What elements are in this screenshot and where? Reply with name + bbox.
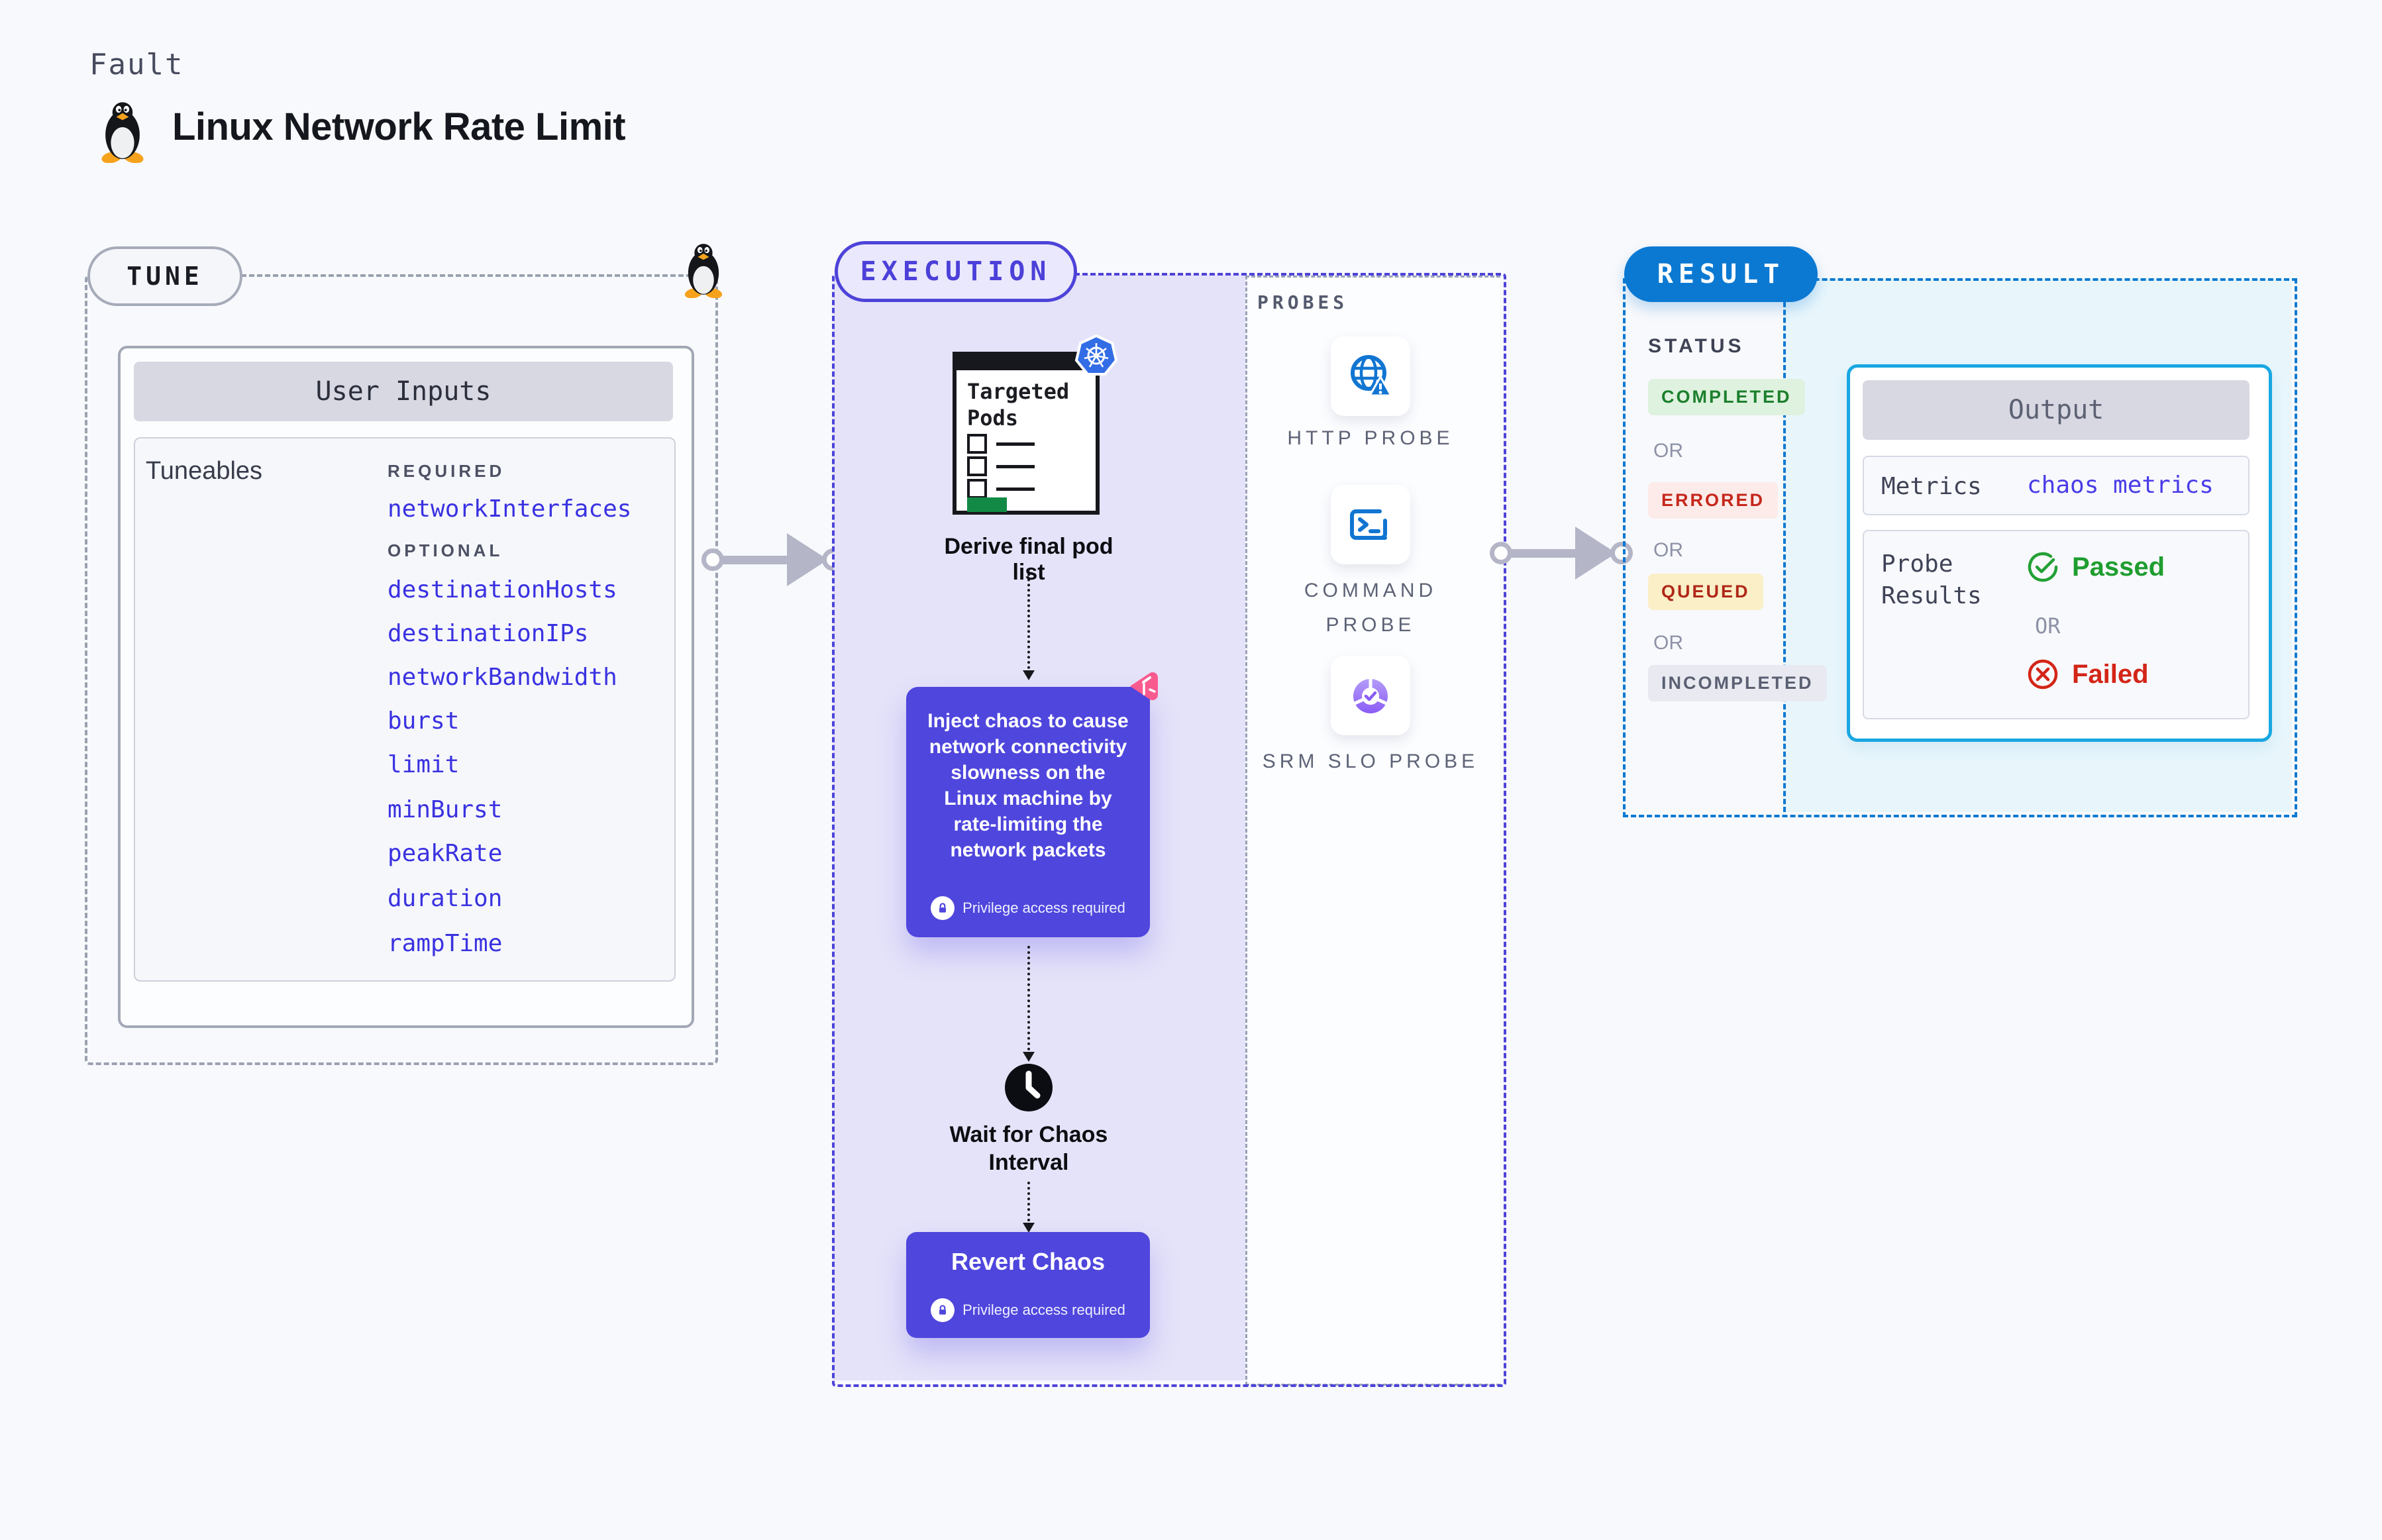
tuneable-item: networkInterfaces bbox=[388, 495, 632, 523]
clock-icon bbox=[1005, 1064, 1053, 1111]
dotted-arrow bbox=[1027, 568, 1030, 669]
page-title: Linux Network Rate Limit bbox=[172, 105, 626, 148]
required-heading: REQUIRED bbox=[388, 461, 505, 481]
litmus-chaos-icon bbox=[1130, 672, 1159, 701]
green-progress-bar bbox=[967, 497, 1007, 512]
optional-heading: OPTIONAL bbox=[388, 540, 503, 560]
dotted-arrow-head bbox=[1023, 670, 1035, 680]
tuneable-item: destinationIPs bbox=[388, 620, 589, 647]
x-circle-icon bbox=[2028, 659, 2058, 690]
tuneable-item: rampTime bbox=[388, 930, 503, 957]
execution-section-label: EXECUTION bbox=[835, 241, 1077, 302]
derive-pod-list-step: Derive final pod list bbox=[944, 534, 1113, 585]
failed-result: Failed bbox=[2027, 658, 2149, 690]
linux-penguin-icon bbox=[101, 102, 144, 163]
slo-donut-icon bbox=[1352, 677, 1389, 713]
status-badge-completed: COMPLETED bbox=[1648, 379, 1805, 415]
output-card: Output Metrics chaos metrics Probe Resul… bbox=[1847, 364, 2272, 742]
status-badge-errored: ERRORED bbox=[1648, 482, 1779, 519]
tuneable-item: limit bbox=[388, 751, 460, 778]
status-badge-queued: QUEUED bbox=[1648, 574, 1763, 610]
dotted-arrow-head bbox=[1023, 1052, 1035, 1062]
probes-background bbox=[1245, 276, 1500, 1386]
flow-arrow-head bbox=[787, 533, 828, 586]
wait-chaos-step: Wait for Chaos Interval bbox=[949, 1122, 1108, 1175]
srm-slo-probe-card bbox=[1331, 656, 1410, 735]
result-divider bbox=[1783, 278, 1786, 812]
revert-chaos-text: Revert Chaos bbox=[951, 1248, 1106, 1275]
check-circle-icon bbox=[2028, 552, 2058, 582]
output-title: Output bbox=[1863, 380, 2250, 440]
linux-penguin-icon bbox=[684, 244, 723, 298]
tuneables-panel bbox=[134, 437, 676, 982]
status-badge-incompleted: INCOMPLETED bbox=[1648, 665, 1827, 701]
inject-chaos-step: Inject chaos to cause network connectivi… bbox=[906, 687, 1150, 937]
tuneable-item: networkBandwidth bbox=[388, 664, 617, 691]
probe-name: SRM SLO PROBE bbox=[1262, 750, 1479, 772]
passed-result: Passed bbox=[2027, 551, 2165, 583]
privilege-badge: Privilege access required bbox=[906, 1298, 1150, 1322]
probes-section-label: PROBES bbox=[1257, 291, 1349, 313]
document-title-bar bbox=[957, 356, 1096, 370]
connector-node bbox=[1610, 542, 1633, 564]
user-inputs-title: User Inputs bbox=[134, 362, 673, 421]
result-section-label: RESULT bbox=[1624, 246, 1818, 302]
flow-arrow bbox=[1508, 549, 1582, 558]
tuneable-item: peakRate bbox=[388, 840, 503, 867]
terminal-icon bbox=[1350, 509, 1387, 540]
tuneable-item: duration bbox=[388, 885, 503, 912]
or-label: OR bbox=[1653, 440, 1683, 462]
probe-results-row: Probe Results Passed OR Failed bbox=[1863, 530, 2250, 719]
dotted-arrow-head bbox=[1023, 1223, 1035, 1233]
or-label: OR bbox=[1653, 632, 1683, 654]
dotted-arrow bbox=[1027, 946, 1030, 1051]
execution-section-border bbox=[832, 273, 1506, 1387]
or-label: OR bbox=[2035, 613, 2061, 639]
tune-section-border bbox=[85, 274, 718, 1065]
lock-icon bbox=[931, 896, 955, 920]
targeted-pods-icon: Targeted Pods bbox=[953, 352, 1100, 515]
page-kicker: Fault bbox=[89, 48, 184, 81]
privilege-badge: Privilege access required bbox=[906, 896, 1150, 920]
checkbox-list bbox=[967, 479, 1035, 499]
tuneable-item: burst bbox=[388, 707, 460, 735]
http-probe-card bbox=[1331, 336, 1410, 416]
command-probe-card bbox=[1331, 485, 1410, 564]
tuneable-item: minBurst bbox=[388, 796, 503, 823]
kubernetes-icon bbox=[1074, 334, 1118, 376]
connector-node bbox=[701, 548, 724, 571]
or-label: OR bbox=[1653, 539, 1683, 561]
dotted-arrow bbox=[1027, 1182, 1030, 1221]
probe-name: COMMAND PROBE bbox=[1304, 580, 1437, 636]
result-section-border bbox=[1623, 278, 2297, 817]
inject-chaos-text: Inject chaos to cause network connectivi… bbox=[927, 710, 1129, 861]
tuneables-label: Tuneables bbox=[146, 457, 263, 485]
flow-arrow-head bbox=[1575, 527, 1616, 580]
metrics-row: Metrics chaos metrics bbox=[1863, 456, 2250, 515]
globe-warning-icon bbox=[1351, 355, 1393, 397]
probe-results-label: Probe Results bbox=[1881, 550, 1982, 609]
metrics-label: Metrics bbox=[1881, 473, 1982, 500]
tuneable-item: destinationHosts bbox=[388, 576, 617, 603]
lock-icon bbox=[931, 1298, 955, 1322]
revert-chaos-step: Revert Chaos Privilege access required bbox=[906, 1232, 1150, 1338]
connector-node bbox=[1490, 542, 1512, 564]
metrics-value: chaos metrics bbox=[2027, 472, 2214, 499]
probe-name: HTTP PROBE bbox=[1287, 427, 1454, 449]
flow-arrow bbox=[719, 556, 794, 564]
tune-section-label: TUNE bbox=[87, 246, 242, 306]
targeted-pods-title: Targeted Pods bbox=[967, 379, 1070, 431]
status-heading: STATUS bbox=[1648, 335, 1745, 357]
